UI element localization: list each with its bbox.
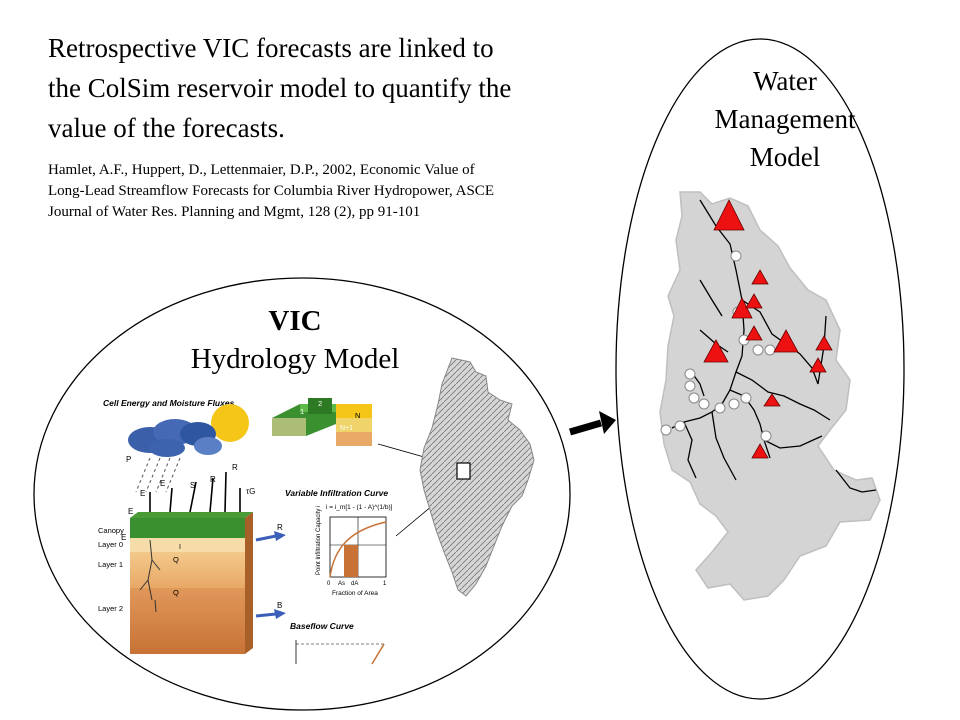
flux-label-e1: E	[140, 489, 145, 498]
precip-label: P	[126, 455, 131, 464]
vic-title-bold: VIC	[268, 305, 322, 337]
flux-label-rl: R	[210, 475, 216, 484]
reservoir-triangles	[703, 199, 833, 459]
infiltration-ylabel: Point Infiltration Capacity i	[316, 506, 322, 575]
vic-title-rest: Hydrology Model	[190, 343, 400, 375]
citation-line-2: Long-Lead Streamflow Forecasts for Colum…	[48, 183, 494, 199]
grid-cells	[272, 398, 372, 446]
wm-title-line-3: Model	[749, 142, 821, 172]
citation-line-3: Journal of Water Res. Planning and Mgmt,…	[48, 204, 421, 220]
infiltration-title: Variable Infiltration Curve	[285, 488, 388, 498]
baseflow-arrow	[255, 609, 286, 619]
citation: Hamlet, A.F., Huppert, D., Lettenmaier, …	[48, 160, 608, 223]
river-network	[671, 199, 877, 493]
cell-label-2: 2	[318, 399, 322, 408]
fluxes-title: Cell Energy and Moisture Fluxes	[103, 398, 235, 408]
q23-label: Q	[173, 588, 179, 597]
q12-label: Q	[173, 555, 179, 564]
runoff-label: R	[277, 523, 283, 532]
link-arrow	[569, 411, 616, 436]
flux-label-e3: E	[128, 507, 133, 516]
baseflow-title: Baseflow Curve	[290, 621, 354, 631]
infiltration-plot	[329, 516, 387, 578]
wm-title-line-1: Water	[753, 66, 817, 96]
baseflow-plot	[295, 640, 385, 665]
layer2-label: Layer 2	[98, 604, 123, 613]
soil-column	[130, 512, 253, 654]
infiltration-xlabel: Fraction of Area	[332, 590, 378, 597]
cell-label-n1: N+1	[340, 425, 353, 432]
infiltration-tick-1: 1	[383, 581, 387, 587]
layer1-label: Layer 1	[98, 560, 123, 569]
vic-schematic: Cell Energy and Moisture Fluxes P	[98, 398, 464, 665]
headline-line-1: Retrospective VIC forecasts are linked t…	[48, 33, 494, 63]
headline-line-3: value of the forecasts.	[48, 113, 285, 143]
columbia-basin-map	[659, 191, 881, 601]
cell-label-1: 1	[300, 407, 304, 416]
cloud-icon	[128, 419, 222, 457]
flux-label-tg: τG	[246, 487, 255, 496]
roots	[139, 539, 161, 613]
citation-line-1: Hamlet, A.F., Huppert, D., Lettenmaier, …	[48, 162, 475, 178]
flux-label-rs: R	[232, 463, 238, 472]
selected-grid-cell	[456, 462, 471, 480]
sun-icon	[211, 404, 249, 442]
layer0-label: Layer 0	[98, 540, 123, 549]
vic-model-ellipse	[33, 277, 571, 711]
flux-arrows	[149, 471, 241, 513]
wm-title-line-2: Management	[714, 104, 856, 134]
vic-model-title: VIC Hydrology Model	[170, 302, 420, 378]
water-management-ellipse	[615, 38, 905, 700]
infiltration-tick-da: dA	[351, 581, 358, 587]
flux-label-s: S	[190, 481, 195, 490]
headline-line-2: the ColSim reservoir model to quantify t…	[48, 73, 512, 103]
flux-label-e2: E	[160, 479, 165, 488]
infiltration-equation: i = i_m[1 - (1 - A)^(1/b)]	[326, 504, 393, 511]
canopy-label: Canopy	[98, 526, 124, 535]
water-management-title: Water Management Model	[690, 62, 880, 176]
rain-lines	[135, 457, 181, 493]
baseflow-label: B	[277, 601, 282, 610]
infiltration-tick-as: As	[338, 581, 345, 587]
runoff-arrow	[255, 531, 286, 542]
infiltration-i-label: I	[179, 544, 181, 551]
vic-basin-network	[419, 357, 535, 597]
cell-label-n: N	[355, 411, 360, 420]
e-label: E	[121, 533, 126, 542]
infiltration-tick-0: 0	[327, 581, 331, 587]
headline-text: Retrospective VIC forecasts are linked t…	[48, 28, 608, 148]
